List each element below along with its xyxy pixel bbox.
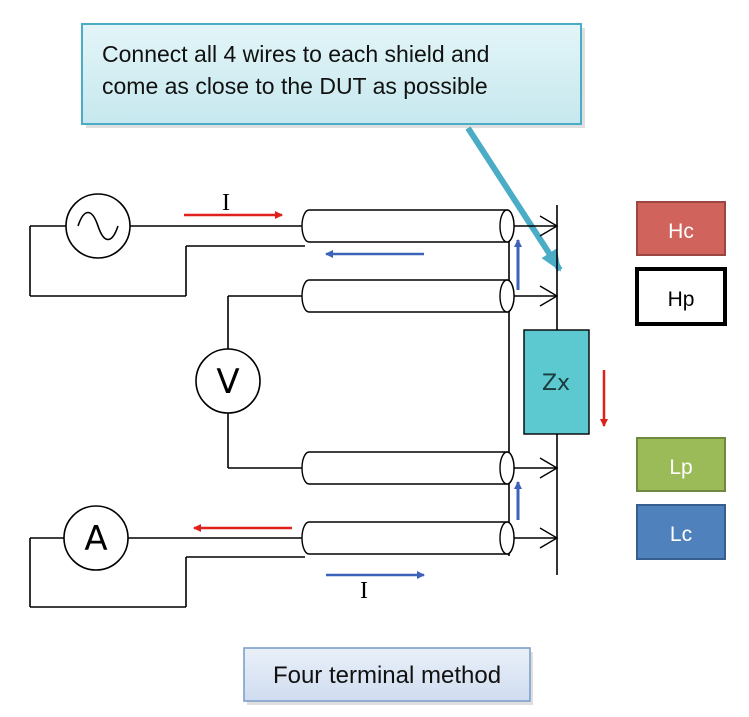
current-label-bottom: I (360, 578, 368, 604)
terminal-hp-label: Hp (668, 288, 695, 311)
callout-box (81, 23, 582, 125)
terminal-lc-label: Lc (670, 523, 692, 546)
ammeter: A (63, 505, 129, 571)
callout-line-1: Connect all 4 wires to each shield and (102, 41, 489, 67)
terminal-hp: Hp (635, 267, 727, 326)
coax-cable-hc (301, 209, 559, 243)
circuit-wires (29, 205, 558, 608)
ammeter-symbol: A (84, 519, 107, 559)
caption: Four terminal method (243, 647, 533, 705)
coax-cable-lp (301, 451, 559, 485)
terminal-lc: Lc (636, 504, 726, 560)
coax-cable-hp (301, 279, 559, 313)
callout-pointer-arrow (465, 126, 563, 272)
sine-wave-icon (77, 211, 119, 241)
coax-cable-lc (301, 521, 559, 555)
ac-source (65, 193, 131, 259)
voltmeter: V (195, 348, 261, 414)
caption-text: Four terminal method (273, 662, 501, 689)
dut-label: Zx (542, 371, 570, 396)
callout-line-2: come as close to the DUT as possible (102, 73, 488, 99)
dut: Zx (523, 329, 590, 435)
terminal-lp: Lp (636, 437, 726, 492)
terminal-lp-label: Lp (669, 456, 692, 479)
current-label-top: I (222, 190, 230, 216)
terminal-hc: Hc (636, 201, 726, 256)
voltmeter-symbol: V (216, 362, 239, 402)
terminal-hc-label: Hc (668, 220, 694, 243)
callout: Connect all 4 wires to each shield and c… (81, 23, 585, 128)
